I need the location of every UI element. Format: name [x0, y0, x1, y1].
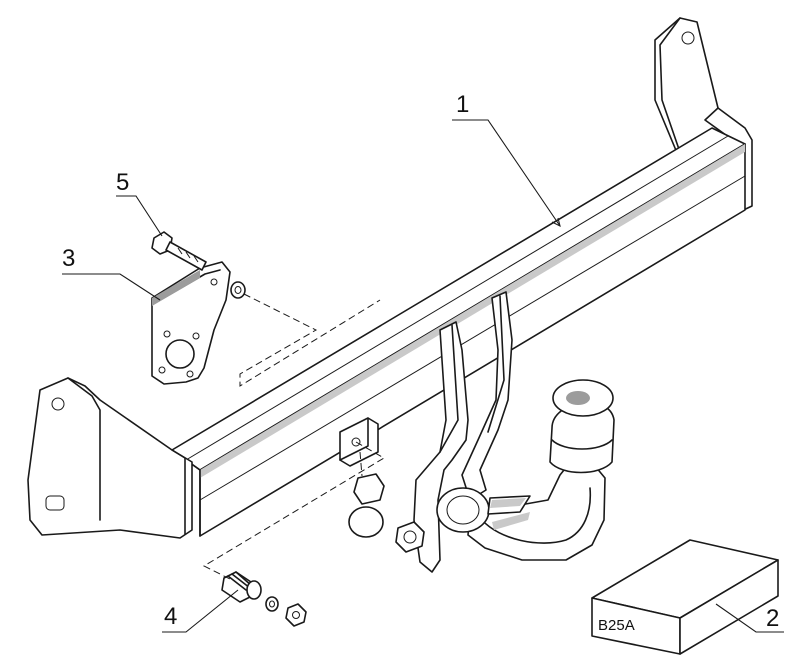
callout-3: 3	[62, 245, 75, 272]
tow-ball	[549, 379, 615, 474]
socket-plate	[151, 261, 231, 385]
left-mounting-bracket	[27, 377, 193, 539]
socket-tab	[339, 417, 379, 467]
box-label: B25A	[598, 617, 635, 634]
bracket-hole-icon	[51, 397, 65, 411]
bracket-slot-icon	[45, 495, 65, 511]
cross-beam	[171, 127, 746, 537]
arm-bolt	[348, 473, 425, 553]
fastener-set	[221, 571, 307, 627]
packaging-box: B25A	[591, 539, 779, 655]
drop-plates	[413, 291, 513, 573]
tab-hole-icon	[351, 437, 361, 447]
callout-5: 5	[116, 169, 129, 196]
callout-leaders	[62, 119, 784, 633]
plate-washer	[230, 281, 246, 299]
callout-1: 1	[456, 91, 469, 118]
tow-ball-arm	[467, 459, 606, 561]
assembly-lines	[202, 293, 385, 581]
pivot-clamp	[436, 487, 531, 533]
socket-bolt	[151, 231, 207, 271]
callout-4: 4	[164, 603, 177, 630]
bracket-hole-icon	[681, 31, 695, 45]
callout-2: 2	[766, 605, 779, 632]
